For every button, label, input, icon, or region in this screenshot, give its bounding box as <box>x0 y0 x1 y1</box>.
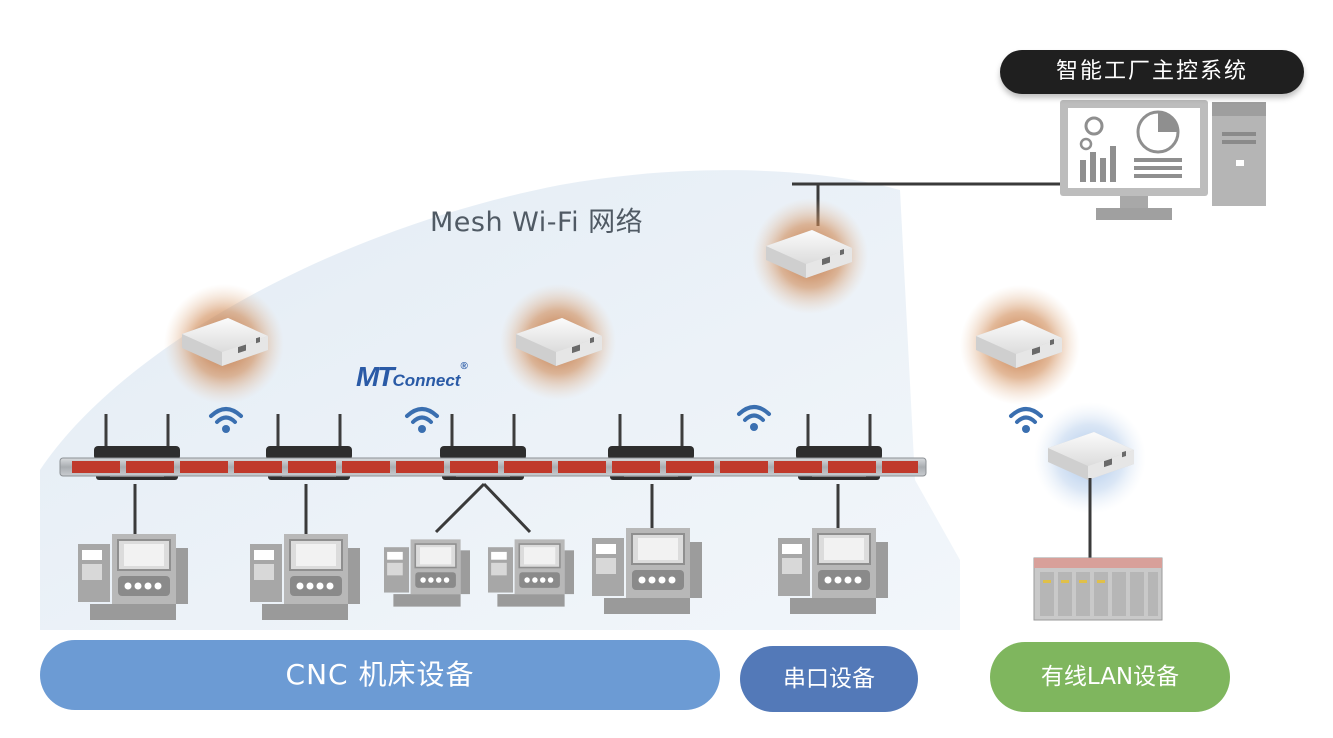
wifi-icon <box>1009 407 1043 435</box>
cnc-machine-icon <box>778 528 888 614</box>
cnc-machine-icon <box>488 538 574 608</box>
mesh-network-area <box>40 170 960 630</box>
din-rail <box>59 457 927 477</box>
host-system-banner: 智能工厂主控系统 <box>1000 50 1304 94</box>
cnc-machine-icon <box>592 528 702 614</box>
plc-icon <box>1033 557 1163 621</box>
mtconnect-logo: MTConnect® <box>356 361 468 392</box>
cnc-machine-icon <box>78 534 188 620</box>
tower-pc-icon <box>1212 102 1266 206</box>
cnc-machine-icon <box>250 534 360 620</box>
mesh-network-label: Mesh Wi-Fi 网络 <box>430 207 644 238</box>
cable-lines <box>133 478 1092 558</box>
cnc-equipment-pill: CNC 机床设备 <box>40 640 720 710</box>
monitor-icon <box>1060 100 1208 220</box>
cnc-machine-icon <box>384 538 470 608</box>
wired-lan-device-pill: 有线LAN设备 <box>990 642 1230 712</box>
serial-device-pill: 串口设备 <box>740 646 918 712</box>
